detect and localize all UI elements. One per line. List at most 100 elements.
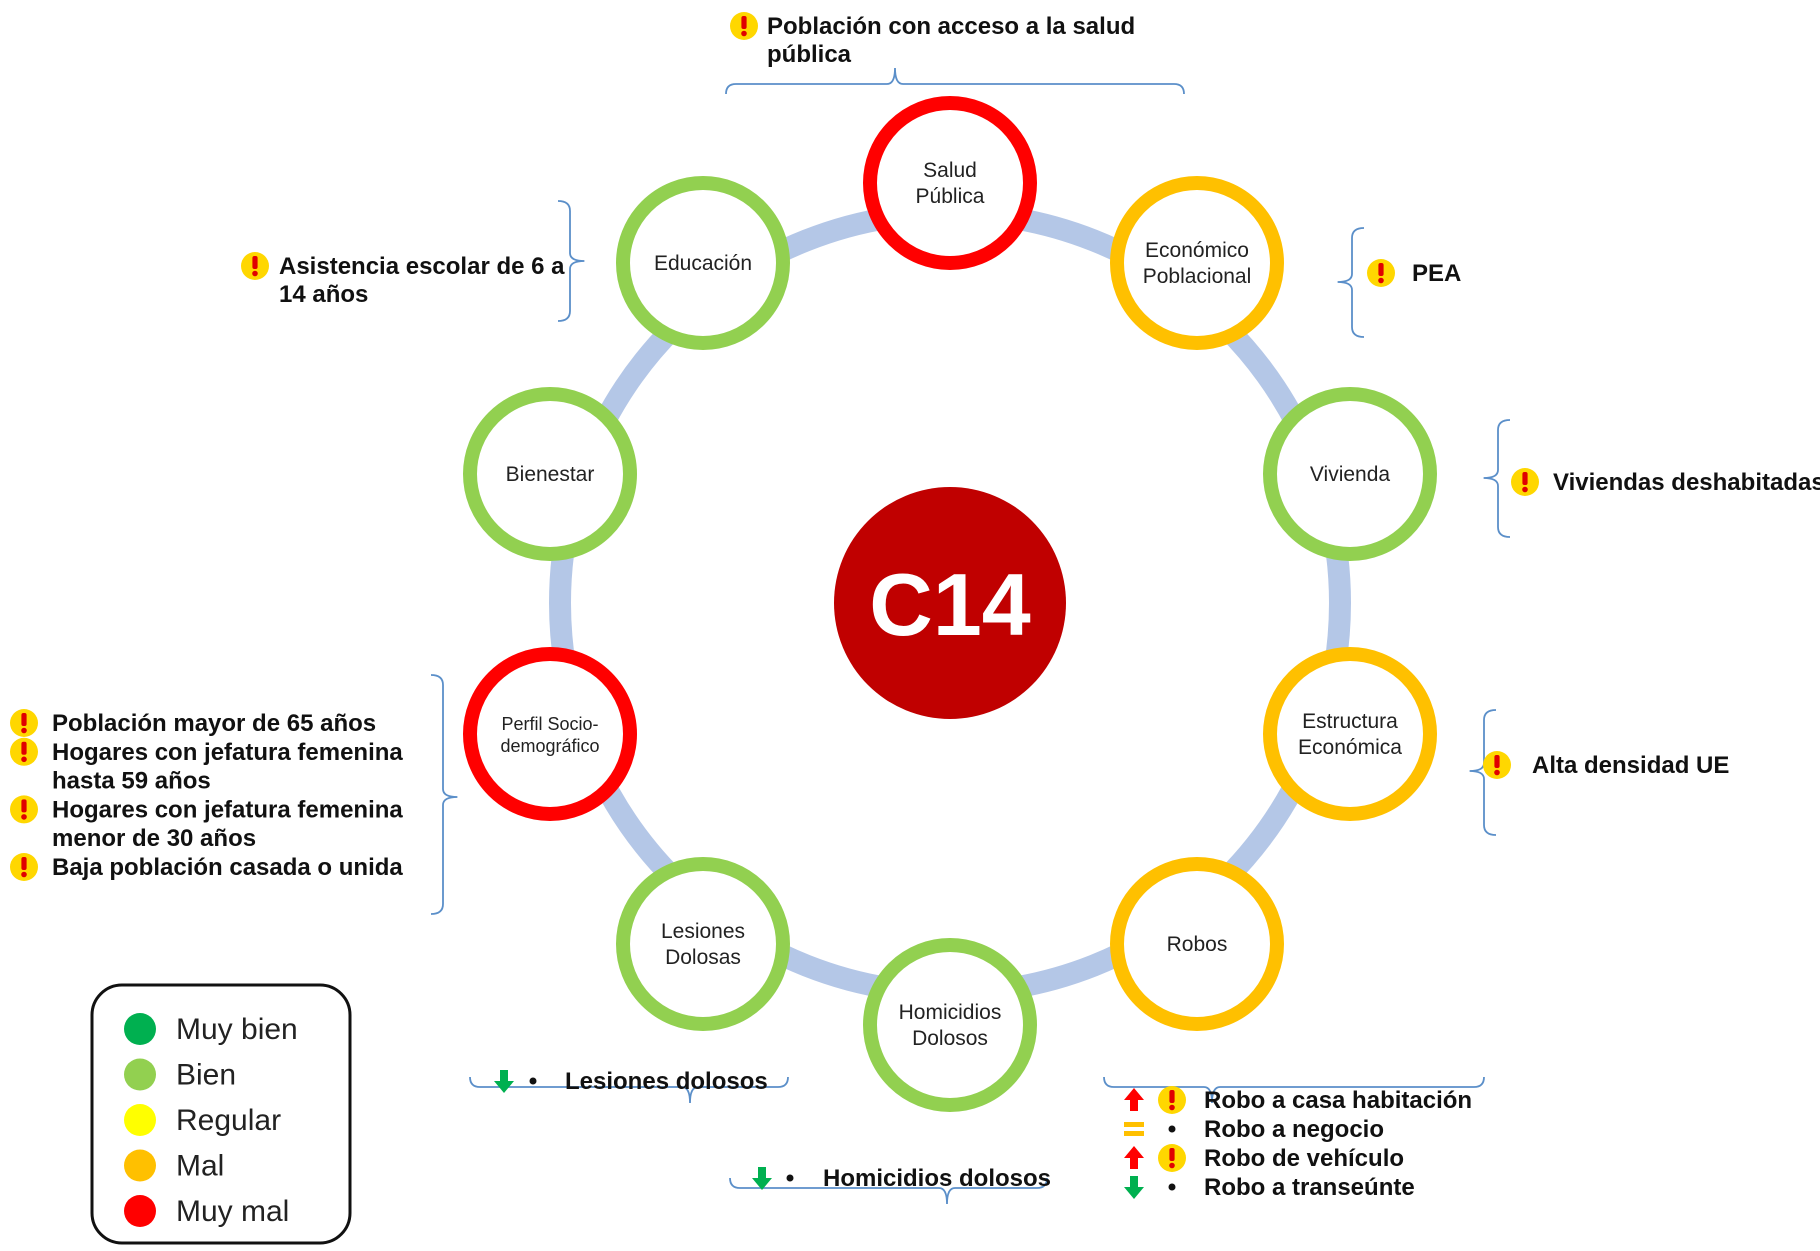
indicator-text: Población mayor de 65 años xyxy=(52,710,376,737)
indicator-text: hasta 59 años xyxy=(52,768,211,795)
node-ring xyxy=(863,938,1037,1112)
indicator-text: pública xyxy=(767,41,852,68)
bullet-dot xyxy=(1168,1183,1176,1191)
indicator-text: Lesiones dolosos xyxy=(565,1068,768,1095)
indicators-homicidios-dolosos: Homicidios dolosos xyxy=(752,1165,1051,1192)
legend-label: Mal xyxy=(176,1150,224,1183)
center-label: C14 xyxy=(869,555,1030,654)
alert-icon xyxy=(1158,1086,1186,1114)
node-label: Pública xyxy=(916,185,985,208)
legend-box xyxy=(90,983,352,1245)
node-ring xyxy=(616,857,790,1031)
indicator-text: Alta densidad UE xyxy=(1532,752,1729,779)
node-ring xyxy=(1110,176,1284,350)
node-label: Económica xyxy=(1298,736,1402,759)
indicator-texts: Población con acceso a la saludpúblicaPE… xyxy=(10,12,1820,1201)
center-circle: C14 xyxy=(834,487,1066,719)
alert-icon xyxy=(1158,1144,1186,1172)
legend-item-regular: Regular xyxy=(124,1104,281,1137)
indicators-vivienda: Viviendas deshabitadas xyxy=(1511,468,1820,496)
node-label: demográfico xyxy=(500,736,599,756)
node-ring xyxy=(463,647,637,821)
alert-icon xyxy=(1483,751,1511,779)
node-educacion: Educación xyxy=(616,176,790,350)
brace-educacion xyxy=(557,200,585,322)
legend-label: Muy bien xyxy=(176,1013,298,1046)
node-vivienda: Vivienda xyxy=(1263,387,1437,561)
center-disc xyxy=(834,487,1066,719)
indicators-economico-poblacional: PEA xyxy=(1367,259,1461,287)
arrow-down-icon xyxy=(752,1167,772,1190)
node-ring xyxy=(1263,387,1437,561)
brace-economico-poblacional xyxy=(1337,227,1365,338)
alert-icon xyxy=(10,795,38,824)
node-ring xyxy=(863,96,1037,270)
indicator-text: Hogares con jefatura femenina xyxy=(52,739,403,766)
legend-label: Regular xyxy=(176,1104,281,1137)
node-label: Dolosas xyxy=(665,946,741,969)
indicator-text: Viviendas deshabitadas xyxy=(1553,469,1820,496)
alert-icon xyxy=(10,709,38,737)
node-label: Poblacional xyxy=(1143,265,1252,288)
alert-icon xyxy=(1511,468,1539,496)
arrow-up-icon xyxy=(1124,1088,1144,1111)
node-label: Estructura xyxy=(1302,710,1398,733)
node-label: Salud xyxy=(923,159,977,182)
indicator-text: PEA xyxy=(1412,260,1461,287)
indicator-text: Robo a transeúnte xyxy=(1204,1174,1415,1201)
brace-vivienda xyxy=(1483,419,1511,538)
brace-lesiones-dolosas xyxy=(469,1076,789,1104)
legend-swatch xyxy=(124,1195,156,1227)
legend-label: Bien xyxy=(176,1059,236,1092)
alert-icon xyxy=(241,252,269,280)
legend-swatch xyxy=(124,1104,156,1136)
node-ring xyxy=(616,176,790,350)
indicators-estructura-economica: Alta densidad UE xyxy=(1483,751,1729,779)
node-label: Educación xyxy=(654,252,752,275)
arrow-down-icon xyxy=(1124,1176,1144,1199)
indicator-text: 14 años xyxy=(279,281,368,308)
indicator-text: Robo de vehículo xyxy=(1204,1145,1404,1172)
indicator-text: Hogares con jefatura femenina xyxy=(52,796,403,823)
legend-item-mal: Mal xyxy=(124,1149,224,1183)
node-robos: Robos xyxy=(1110,857,1284,1031)
equal-icon xyxy=(1124,1122,1144,1136)
node-label: Homicidios xyxy=(899,1001,1002,1024)
node-label: Bienestar xyxy=(506,463,595,486)
indicators-educacion: Asistencia escolar de 6 a14 años xyxy=(241,252,565,308)
arrow-down-icon xyxy=(494,1070,514,1093)
node-label: Vivienda xyxy=(1310,463,1390,486)
brace-robos xyxy=(1103,1076,1485,1104)
node-ring xyxy=(1110,857,1284,1031)
legend-swatch xyxy=(124,1013,156,1045)
indicator-text: Robo a casa habitación xyxy=(1204,1087,1472,1114)
bullet-dot xyxy=(529,1077,537,1085)
indicators-lesiones-dolosas: Lesiones dolosos xyxy=(494,1068,768,1095)
brace-salud-publica xyxy=(725,67,1185,95)
brace-perfil-sociodemografico xyxy=(430,674,458,915)
alert-icon xyxy=(10,853,38,881)
alert-icon xyxy=(10,737,38,766)
indicator-text: menor de 30 años xyxy=(52,825,256,852)
indicator-brackets xyxy=(430,67,1511,1205)
node-label: Dolosos xyxy=(912,1027,988,1050)
alert-icon xyxy=(730,12,758,40)
indicator-text: Baja población casada o unida xyxy=(52,854,403,881)
node-label: Perfil Socio- xyxy=(501,714,598,734)
node-label: Lesiones xyxy=(661,920,745,943)
indicator-text: Población con acceso a la salud xyxy=(767,13,1135,40)
node-ring xyxy=(1263,647,1437,821)
indicator-text: Asistencia escolar de 6 a xyxy=(279,253,565,280)
legend-item-muy-bien: Muy bien xyxy=(124,1013,298,1046)
bullet-dot xyxy=(1168,1125,1176,1133)
legend-label: Muy mal xyxy=(176,1195,289,1228)
legend-item-muy-mal: Muy mal xyxy=(124,1195,289,1228)
